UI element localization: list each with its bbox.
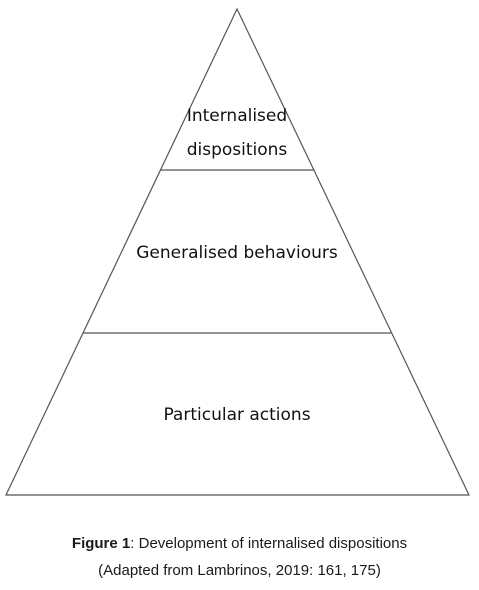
tier-middle-label: Generalised behaviours <box>136 243 338 263</box>
pyramid-outline <box>5 7 470 496</box>
pyramid-diagram: Internalised dispositions Generalised be… <box>5 7 470 496</box>
tier-bottom-label: Particular actions <box>163 405 310 425</box>
figure-source: (Adapted from Lambrinos, 2019: 161, 175) <box>98 562 381 579</box>
figure-title: Development of internalised dispositions <box>134 535 408 552</box>
tier-top-label-line1: Internalised <box>187 106 287 126</box>
figure-caption: Figure 1: Development of internalised di… <box>0 535 479 552</box>
figure-label: Figure 1 <box>71 535 131 552</box>
caption-separator: : <box>130 535 135 552</box>
tier-top-label-line2: dispositions <box>187 140 288 160</box>
